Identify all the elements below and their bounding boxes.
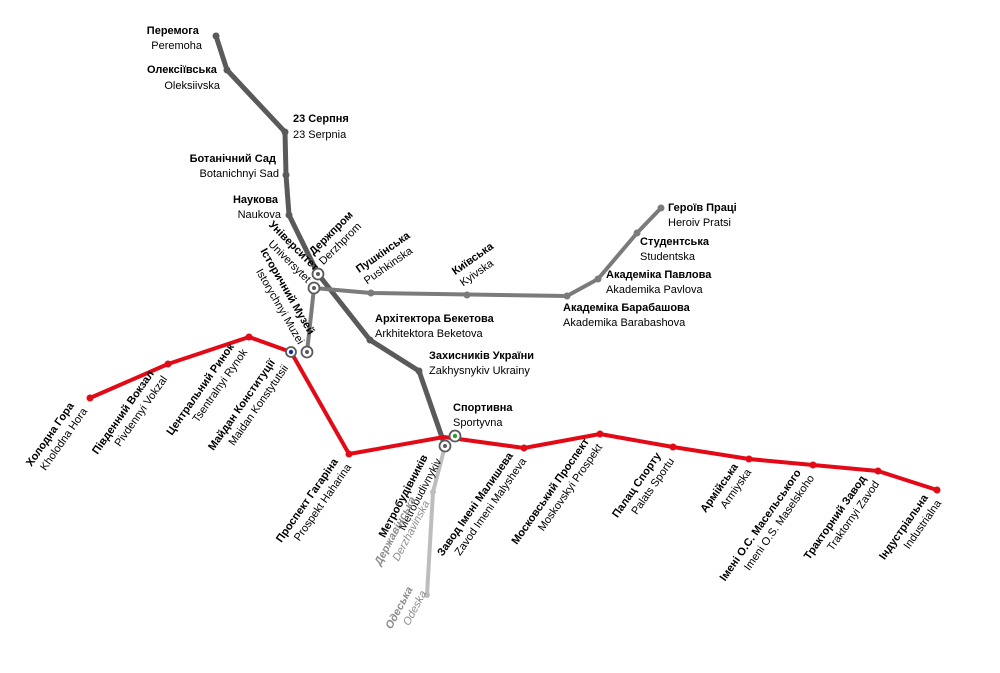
- label-botanichnyi-sad: Ботанічний Сад Botanichnyi Sad: [190, 153, 279, 180]
- station-dot-heroiv-pratsi[interactable]: [657, 204, 665, 212]
- label-pushkinska: Пушкінська Pushkinska: [354, 228, 423, 287]
- label-naukova: Наукова Naukova: [233, 194, 282, 221]
- station-dot-imeni-maselskoho[interactable]: [809, 461, 817, 469]
- station-dot-palats-sportu[interactable]: [669, 443, 677, 451]
- station-dot-odeska[interactable]: [424, 592, 430, 598]
- station-dot-oleksiivska[interactable]: [223, 66, 231, 74]
- station-dot-studentska[interactable]: [633, 229, 641, 237]
- station-dot-industrialna[interactable]: [933, 486, 941, 494]
- label-zavod-malysheva: Завод Імені Малишева Zavod Imeni Malyshe…: [435, 447, 529, 566]
- label-kyivska: Київська Kyivska: [450, 239, 506, 289]
- label-studentska: Студентська Studentska: [640, 236, 712, 263]
- station-dot-naukova[interactable]: [285, 211, 293, 219]
- station-dot-zakhysnykiv-ukrainy[interactable]: [415, 367, 423, 375]
- transfer-istorychnyi-maidan[interactable]: [285, 345, 314, 359]
- label-prospekt-haharina: Проспект Гагаріна Prospekt Haharina: [274, 453, 355, 553]
- label-zakhysnykiv-ukrainy: Захисників України Zakhysnykiv Ukrainy: [429, 350, 537, 377]
- station-dot-peremoha[interactable]: [212, 32, 220, 40]
- label-moskovskyi-prospekt: Московський Проспект Moskovskyi Prospekt: [510, 434, 606, 555]
- label-akademika-pavlova: Академіка Павлова Akademika Pavlova: [606, 269, 714, 296]
- label-sportyvna: Спортивна Sportyvna: [453, 402, 516, 429]
- label-traktornyi-zavod: Тракторний Завод Traktornyi Zavod: [802, 471, 882, 570]
- transfer-sportyvna-metrobudivnykiv[interactable]: [438, 429, 462, 453]
- station-dot-botanichnyi-sad[interactable]: [282, 171, 290, 179]
- station-dot-akademika-barabashova[interactable]: [563, 292, 571, 300]
- label-kholodna-hora: Холодна Гора Kholodna Hora: [24, 397, 91, 477]
- station-dot-23-serpnia[interactable]: [281, 128, 289, 136]
- label-industrialna: Індустріальна Industrialna: [877, 489, 944, 570]
- station-dot-pivdennyi-vokzal[interactable]: [164, 360, 172, 368]
- station-dot-derzhavinska[interactable]: [430, 489, 436, 495]
- label-23-serpnia: 23 Серпня 23 Serpnia: [293, 113, 352, 141]
- station-dot-kyivska[interactable]: [463, 291, 471, 299]
- station-dot-prospekt-haharina[interactable]: [345, 450, 353, 458]
- label-heroiv-pratsi: Героїв Праці Heroiv Pratsi: [668, 202, 740, 229]
- station-dot-tsentralnyi-rynok[interactable]: [245, 333, 253, 341]
- label-derzhprom: Держпром Derzhprom: [307, 207, 368, 268]
- station-dot-pushkinska[interactable]: [367, 289, 375, 297]
- station-dot-akademika-pavlova[interactable]: [594, 275, 602, 283]
- label-arkhitektora-beketova: Архітектора Бекетова Arkhitektora Beketo…: [375, 313, 497, 340]
- transfer-derzhprom-universytet[interactable]: [307, 267, 325, 295]
- station-dot-kholodna-hora[interactable]: [86, 394, 94, 402]
- station-dot-moskovskyi-prospekt[interactable]: [596, 430, 604, 438]
- station-dot-zavod-malysheva[interactable]: [520, 444, 528, 452]
- label-palats-sportu: Палац Спорту Palats Sportu: [610, 448, 677, 528]
- station-dot-traktornyi-zavod[interactable]: [874, 467, 882, 475]
- label-peremoha: Перемога Peremoha: [147, 25, 203, 52]
- station-dot-armiiska[interactable]: [745, 455, 753, 463]
- label-akademika-barabashova: Академіка Барабашова Akademika Barabasho…: [563, 302, 693, 329]
- label-odeska: Одеська Odeska: [383, 582, 429, 638]
- label-armiiska: Армійська Armiyska: [698, 458, 754, 523]
- station-dot-arkhitektora-beketova[interactable]: [366, 336, 374, 344]
- label-oleksiivska: Олексіївська Oleksiivska: [147, 64, 221, 92]
